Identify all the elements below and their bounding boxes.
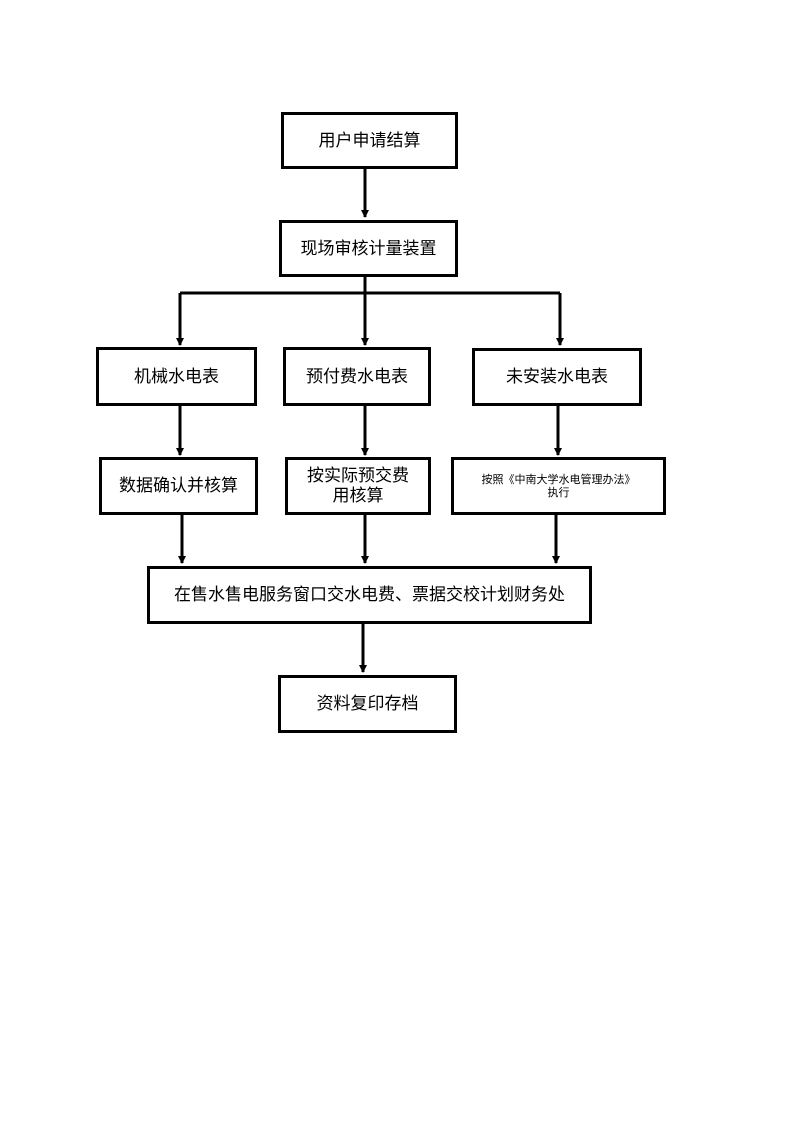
node-mechanical-meter-label: 机械水电表 [134,366,219,387]
node-apply-settlement: 用户申请结算 [281,112,458,169]
node-actual-prepay-label: 按实际预交费用核算 [307,466,409,506]
node-archive-copies-label: 资料复印存档 [316,694,419,714]
node-archive-copies: 资料复印存档 [278,675,457,733]
node-no-meter: 未安装水电表 [472,348,642,406]
node-prepaid-meter: 预付费水电表 [283,347,431,406]
node-pay-at-window: 在售水售电服务窗口交水电费、票据交校计划财务处 [147,566,592,624]
node-mechanical-meter: 机械水电表 [96,347,257,406]
node-inspect-metering-label: 现场审核计量装置 [300,238,437,259]
node-pay-at-window-label: 在售水售电服务窗口交水电费、票据交校计划财务处 [174,585,565,605]
node-no-meter-label: 未安装水电表 [506,367,608,387]
node-apply-settlement-label: 用户申请结算 [318,130,421,151]
node-inspect-metering: 现场审核计量装置 [279,220,458,277]
node-management-rules-line1: 按照《中南大学水电管理办法》 [481,473,636,486]
node-prepaid-meter-label: 预付费水电表 [306,366,408,387]
node-management-rules-line2: 执行 [547,486,570,499]
node-management-rules: 按照《中南大学水电管理办法》 执行 [451,457,666,515]
node-confirm-data: 数据确认并核算 [99,457,258,515]
node-actual-prepay: 按实际预交费用核算 [285,457,431,515]
node-confirm-data-label: 数据确认并核算 [119,476,238,496]
